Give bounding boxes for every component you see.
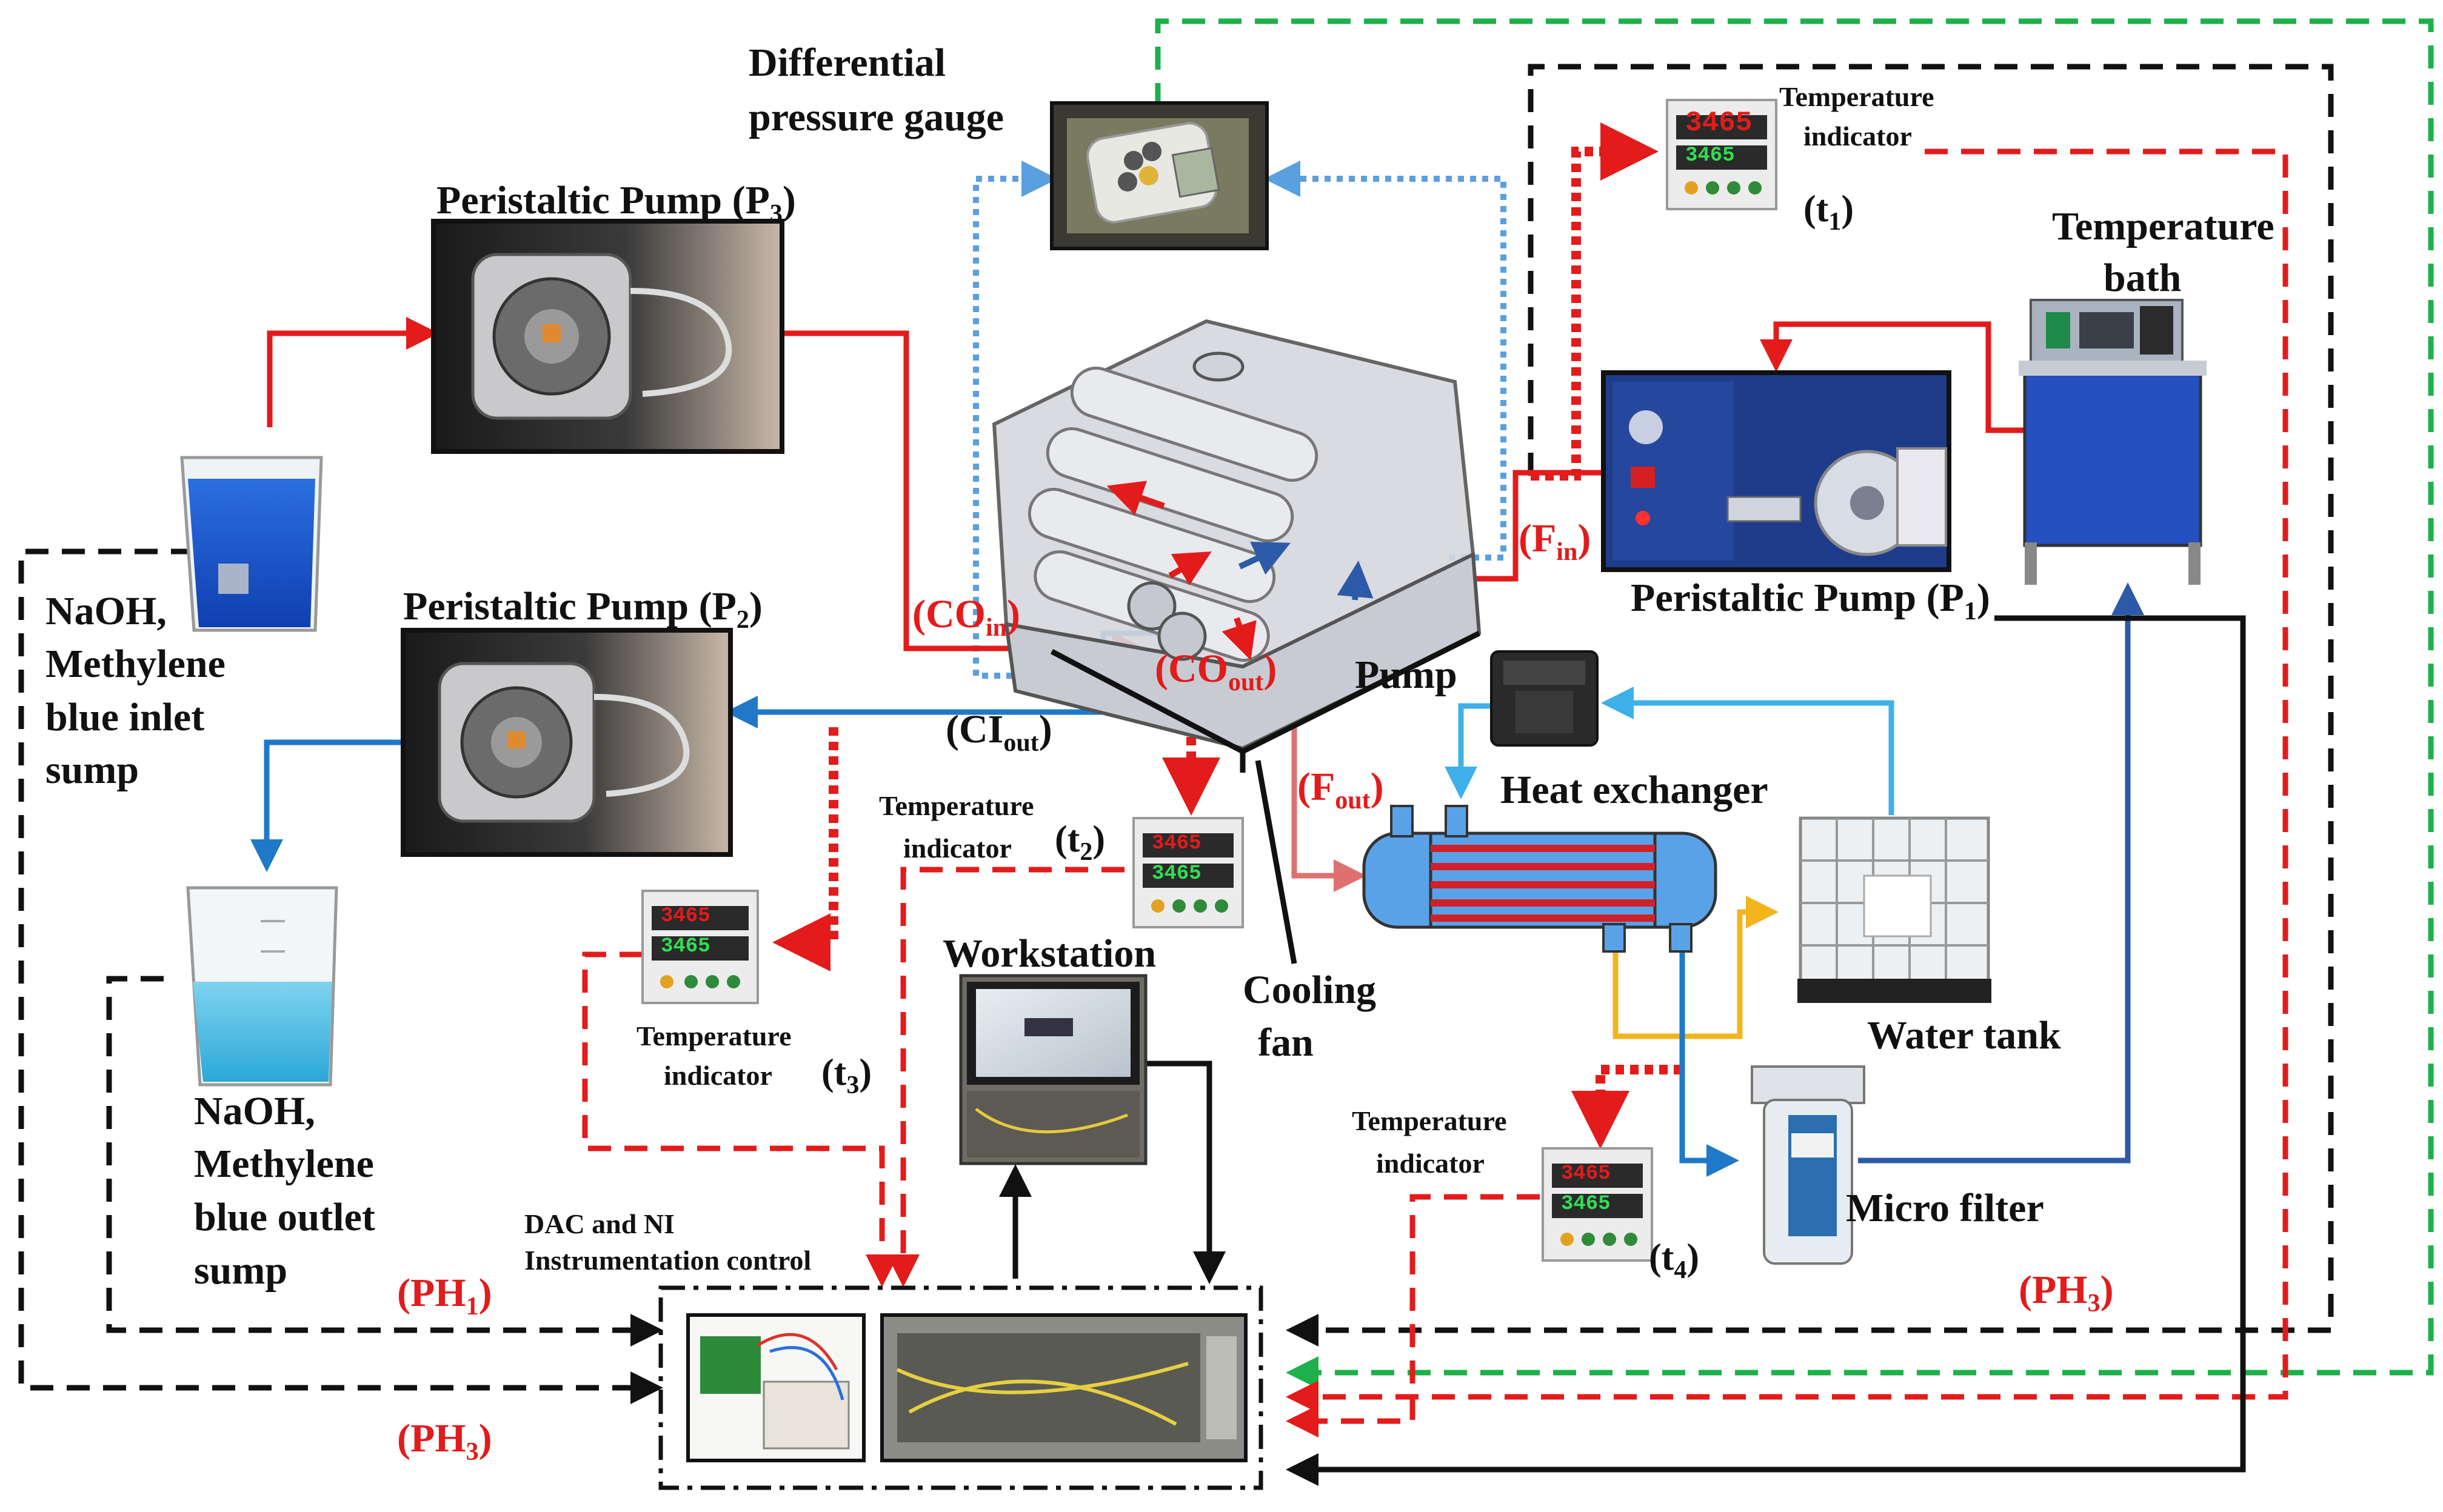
- t1-label-line2: indicator: [1803, 121, 1912, 152]
- red-dotted-to-t4: [1571, 1065, 1682, 1149]
- cooling-fan-label-line2: fan: [1258, 1021, 1314, 1065]
- t3-display-top: 3465: [661, 905, 710, 928]
- pump-p3-label: Peristaltic Pump (P3): [436, 178, 796, 228]
- dac-label-line1: DAC and NI: [524, 1208, 675, 1239]
- temperature-indicator-t4: [1542, 1147, 1653, 1262]
- red-line-f-in: [1434, 470, 1603, 595]
- t3-tag: (t3): [821, 1052, 872, 1099]
- peristaltic-pump-p1: [1601, 370, 1951, 572]
- green-dashed-line: [1155, 18, 2434, 1389]
- blue-dotted-to-gauge-right: [1264, 161, 1506, 561]
- red-dotted-to-t1: [1531, 122, 1659, 481]
- t1-display-bottom: 3465: [1685, 144, 1735, 167]
- cooling-fan-label-line1: Cooling: [1243, 968, 1376, 1012]
- t4-label-line1: Temperature: [1352, 1105, 1507, 1136]
- black-dashed-line-right: [1286, 64, 2334, 1347]
- flow-label-co-in: (COin): [912, 592, 1020, 642]
- t3-label-line1: Temperature: [637, 1021, 792, 1051]
- outlet-beaker: [186, 886, 338, 1087]
- peristaltic-pump-p3: [431, 219, 784, 454]
- temp-bath-label-line1: Temperature: [2052, 204, 2274, 248]
- red-dashed-line-right: [1286, 148, 2288, 1413]
- red-line-to-p3: [267, 317, 439, 427]
- t4-tag: (t4): [1649, 1237, 1699, 1284]
- temperature-indicator-t1: [1666, 99, 1777, 210]
- inlet-sump-label-line1: NaOH,: [45, 589, 167, 633]
- water-tank-label: Water tank: [1867, 1013, 2061, 1057]
- blue-line-hx-to-filter: [1679, 948, 1739, 1177]
- red-dashed-line-t3: [582, 951, 898, 1287]
- t2-label-line2: indicator: [903, 833, 1012, 864]
- flow-label-ph3-left: (PH3): [397, 1416, 492, 1466]
- micro-filter-label: Micro filter: [1846, 1186, 2044, 1230]
- flow-label-f-in: (Fin): [1519, 516, 1591, 566]
- t1-tag: (t1): [1803, 188, 1854, 236]
- pump-p1-label: Peristaltic Pump (P1): [1631, 576, 1990, 625]
- navy-line-filter-to-bath: [1858, 582, 2144, 1164]
- red-line-bath-to-p1: [1760, 321, 2055, 433]
- flow-label-f-out: (Fout): [1297, 765, 1384, 814]
- lightblue-line-pump-to-hx: [1445, 703, 1491, 799]
- blue-dotted-to-gauge-left: [973, 161, 1058, 679]
- diff-gauge-label-line2: pressure gauge: [749, 95, 1004, 139]
- heat-exchanger-label: Heat exchanger: [1500, 768, 1768, 812]
- flow-label-co-out: (COout): [1155, 647, 1277, 696]
- heat-exchanger: [1362, 805, 1717, 953]
- outlet-sump-label-line2: Methylene: [194, 1142, 374, 1186]
- t4-display-top: 3465: [1561, 1162, 1611, 1185]
- t2-label-line1: Temperature: [879, 790, 1034, 821]
- t1-label-line1: Temperature: [1779, 81, 1934, 112]
- black-line-right-to-dac: [1286, 615, 2246, 1486]
- t1-display-top: 3465: [1685, 107, 1752, 139]
- t3-display-bottom: 3465: [661, 935, 710, 958]
- t2-display-bottom: 3465: [1152, 862, 1201, 885]
- outlet-sump-label-line1: NaOH,: [194, 1089, 315, 1133]
- temperature-indicator-t2: [1132, 817, 1244, 928]
- pump-p2-label: Peristaltic Pump (P2): [403, 584, 763, 634]
- workstation-label: Workstation: [943, 931, 1156, 976]
- micro-filter: [1751, 1065, 1865, 1265]
- outlet-sump-label-line4: sump: [194, 1248, 287, 1293]
- inlet-sump-label-line2: Methylene: [45, 642, 226, 686]
- t2-tag: (t2): [1055, 819, 1105, 866]
- water-pump: [1490, 650, 1599, 747]
- workstation: [959, 974, 1148, 1165]
- dac-ni-control: [658, 1285, 1263, 1490]
- differential-pressure-gauge: [1050, 101, 1269, 250]
- peristaltic-pump-p2: [401, 628, 733, 857]
- salmon-line-f-out: [1291, 679, 1366, 892]
- blue-line-to-outlet: [250, 739, 406, 872]
- red-dotted-to-t3: [772, 727, 838, 971]
- outlet-sump-label-line3: blue outlet: [194, 1195, 375, 1239]
- black-line-cooling-fan: [1255, 760, 1297, 964]
- t2-display-top: 3465: [1152, 832, 1201, 855]
- black-dashed-line-left-inner: [106, 976, 663, 1347]
- temp-bath-label-line2: bath: [2104, 256, 2181, 300]
- flow-label-ph1: (PH1): [397, 1271, 492, 1321]
- black-line-workstation-to-dac: [1143, 1061, 1226, 1284]
- flow-label-ci-out: (CIout): [946, 707, 1052, 757]
- membrane-module: [992, 319, 1482, 773]
- temperature-bath: [2019, 299, 2207, 585]
- red-dashed-line-t2: [887, 867, 1125, 1287]
- temperature-indicator-t3: [641, 890, 759, 1004]
- t3-label-line2: indicator: [664, 1060, 772, 1091]
- t4-label-line2: indicator: [1376, 1148, 1485, 1179]
- dac-label-line2: Instrumentation control: [524, 1245, 811, 1276]
- inlet-beaker: [180, 456, 323, 632]
- water-tank: [1797, 816, 1991, 1003]
- diff-gauge-label-line1: Differential: [749, 41, 946, 85]
- flow-label-ph3-right: (PH3): [2019, 1268, 2114, 1317]
- pump-label: Pump: [1355, 653, 1457, 697]
- t4-display-bottom: 3465: [1561, 1193, 1611, 1216]
- yellow-line-hx-to-tank: [1613, 896, 1779, 1039]
- red-dashed-line-t4: [1286, 1194, 1540, 1437]
- black-dashed-line-left-outer: [18, 548, 663, 1404]
- inlet-sump-label-line3: blue inlet: [45, 695, 204, 739]
- lightblue-line-tank-to-pump: [1601, 687, 1894, 815]
- inlet-sump-label-line4: sump: [45, 748, 139, 792]
